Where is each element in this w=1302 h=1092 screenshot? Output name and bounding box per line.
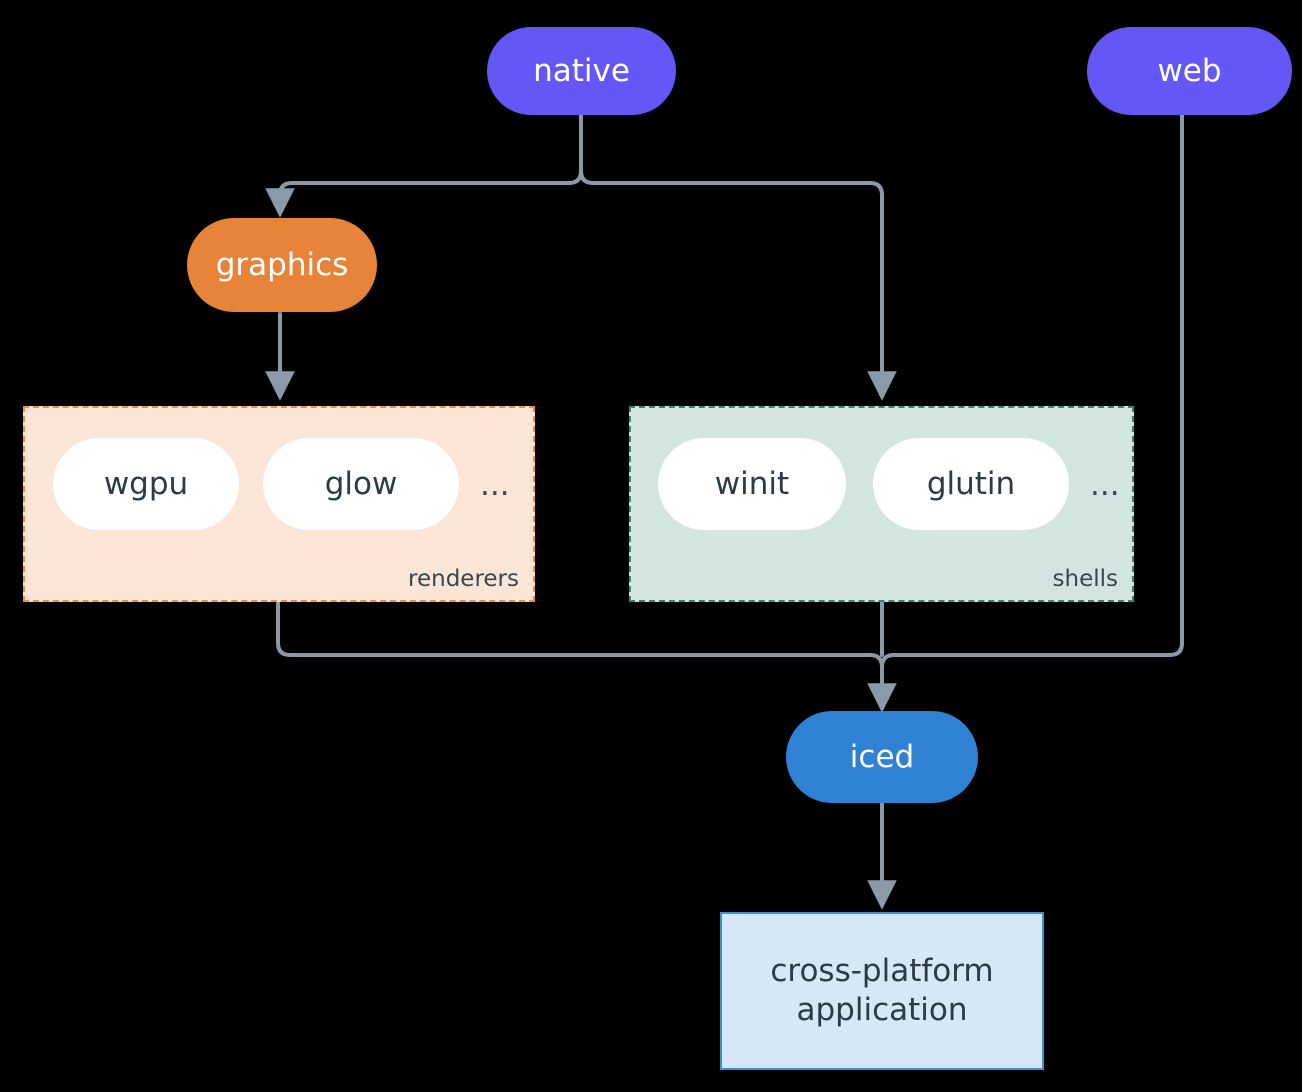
group-shells: winit glutin ... shells bbox=[629, 406, 1134, 602]
node-graphics[interactable]: graphics bbox=[187, 218, 377, 312]
node-web[interactable]: web bbox=[1087, 27, 1292, 115]
edge-native-to-shells bbox=[591, 181, 897, 401]
chip-wgpu-label: wgpu bbox=[103, 466, 189, 502]
edge-renderers-to-iced bbox=[276, 600, 872, 657]
edge-merge-join-right bbox=[880, 653, 896, 669]
edge-native-trunk bbox=[579, 111, 595, 185]
node-graphics-label: graphics bbox=[215, 246, 349, 283]
application-line-2: application bbox=[796, 992, 968, 1028]
edge-native-trunk-left bbox=[567, 169, 583, 185]
group-shells-label: shells bbox=[1052, 566, 1118, 592]
renderers-more-ellipsis: ... bbox=[480, 467, 510, 503]
chip-glow[interactable]: glow bbox=[263, 438, 459, 530]
chip-wgpu[interactable]: wgpu bbox=[53, 438, 239, 530]
node-iced[interactable]: iced bbox=[786, 711, 978, 803]
node-native-label: native bbox=[533, 52, 630, 89]
application-line-1: cross-platform bbox=[770, 953, 994, 990]
edge-native-to-graphics bbox=[265, 181, 571, 218]
group-renderers: wgpu glow ... renderers bbox=[23, 406, 535, 602]
node-cross-platform-application[interactable]: cross-platform application bbox=[720, 912, 1044, 1070]
node-iced-label: iced bbox=[849, 738, 915, 775]
chip-winit-label: winit bbox=[714, 466, 790, 502]
node-web-label: web bbox=[1157, 52, 1222, 89]
group-renderers-label: renderers bbox=[408, 566, 519, 592]
chip-glutin[interactable]: glutin bbox=[873, 438, 1069, 530]
chip-winit[interactable]: winit bbox=[658, 438, 846, 530]
chip-glutin-label: glutin bbox=[926, 466, 1016, 502]
shells-more-ellipsis: ... bbox=[1090, 467, 1120, 503]
chip-glow-label: glow bbox=[324, 466, 398, 502]
node-native[interactable]: native bbox=[487, 27, 676, 115]
edge-merge-to-iced bbox=[867, 653, 897, 713]
